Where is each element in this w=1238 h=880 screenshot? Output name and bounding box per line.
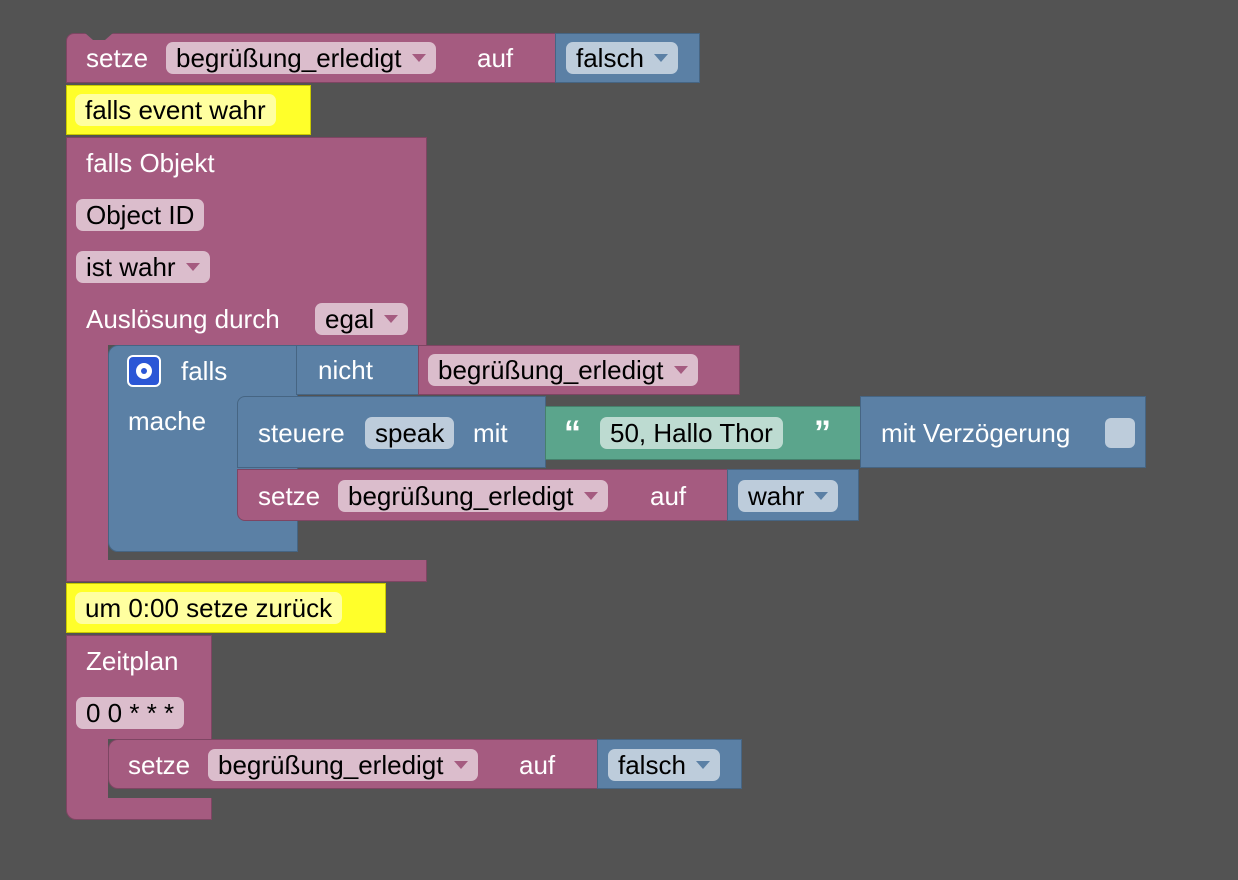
triggered-by-label: Auslösung durch	[86, 304, 280, 334]
text-block[interactable]: “ 50, Hallo Thor ”	[545, 406, 862, 460]
delay-checkbox[interactable]	[1105, 418, 1135, 448]
to-label: auf	[519, 750, 556, 780]
chevron-down-icon	[453, 761, 468, 770]
block-notch-icon	[85, 33, 113, 40]
boolean-block-false[interactable]: falsch	[597, 739, 742, 789]
set-label: setze	[258, 481, 321, 511]
condition-dropdown[interactable]: ist wahr	[76, 251, 210, 283]
quote-open-icon: “	[564, 414, 581, 452]
target-field[interactable]: speak	[365, 417, 455, 449]
text-value-field[interactable]: 50, Hallo Thor	[600, 417, 783, 449]
if-label: falls	[181, 356, 228, 386]
chevron-down-icon	[695, 761, 710, 770]
set-label: setze	[86, 43, 149, 73]
to-label: auf	[477, 43, 514, 73]
comment-block[interactable]: um 0:00 setze zurück	[66, 583, 386, 633]
control-block[interactable]: steuere speak mit	[237, 396, 546, 468]
variable-dropdown[interactable]: begrüßung_erledigt	[166, 42, 436, 74]
chevron-down-icon	[411, 54, 426, 63]
boolean-block-false[interactable]: falsch	[555, 33, 700, 83]
set-label: setze	[128, 750, 191, 780]
do-label: mache	[128, 406, 207, 436]
object-id-field[interactable]: Object ID	[76, 199, 205, 231]
cron-field[interactable]: 0 0 * * *	[76, 697, 185, 729]
set-variable-block-initial[interactable]: setze begrüßung_erledigt auf	[66, 33, 557, 83]
chevron-down-icon	[814, 492, 829, 501]
delay-label: mit Verzögerung	[881, 418, 1071, 448]
trigger-bottom-bar	[66, 560, 427, 582]
boolean-dropdown[interactable]: falsch	[566, 42, 678, 74]
chevron-down-icon	[384, 315, 399, 324]
chevron-down-icon	[653, 54, 668, 63]
trigger-title: falls Objekt	[86, 148, 215, 178]
schedule-bottom-bar	[66, 798, 212, 820]
comment-text[interactable]: falls event wahr	[75, 94, 276, 126]
triggered-by-dropdown[interactable]: egal	[315, 303, 409, 335]
not-label: nicht	[318, 355, 373, 385]
if-block-bottom-bar	[108, 530, 298, 552]
boolean-dropdown[interactable]: falsch	[608, 749, 720, 781]
trigger-left-arm	[66, 344, 108, 562]
gear-icon[interactable]	[127, 355, 161, 387]
schedule-title: Zeitplan	[86, 646, 179, 676]
object-trigger-block[interactable]: falls Objekt Object ID ist wahr Auslösun…	[66, 137, 427, 345]
variable-get-block[interactable]: begrüßung_erledigt	[418, 345, 740, 395]
boolean-dropdown[interactable]: wahr	[738, 480, 839, 512]
set-variable-block-reset[interactable]: setze begrüßung_erledigt auf	[108, 739, 599, 789]
schedule-left-arm	[66, 738, 108, 802]
to-label: auf	[650, 481, 687, 511]
control-block-tail[interactable]: mit Verzögerung	[860, 396, 1146, 468]
set-variable-block-true[interactable]: setze begrüßung_erledigt auf	[237, 469, 728, 521]
variable-dropdown[interactable]: begrüßung_erledigt	[428, 354, 698, 386]
schedule-block[interactable]: Zeitplan 0 0 * * *	[66, 635, 212, 739]
variable-dropdown[interactable]: begrüßung_erledigt	[208, 749, 478, 781]
chevron-down-icon	[185, 263, 200, 272]
not-block[interactable]: nicht	[296, 345, 420, 395]
comment-text[interactable]: um 0:00 setze zurück	[75, 592, 343, 624]
chevron-down-icon	[673, 366, 688, 375]
boolean-block-true[interactable]: wahr	[727, 469, 859, 521]
with-label: mit	[473, 418, 508, 448]
quote-close-icon: ”	[814, 414, 831, 452]
control-label: steuere	[258, 418, 345, 448]
comment-block[interactable]: falls event wahr	[66, 85, 311, 135]
chevron-down-icon	[583, 492, 598, 501]
variable-dropdown[interactable]: begrüßung_erledigt	[338, 480, 608, 512]
